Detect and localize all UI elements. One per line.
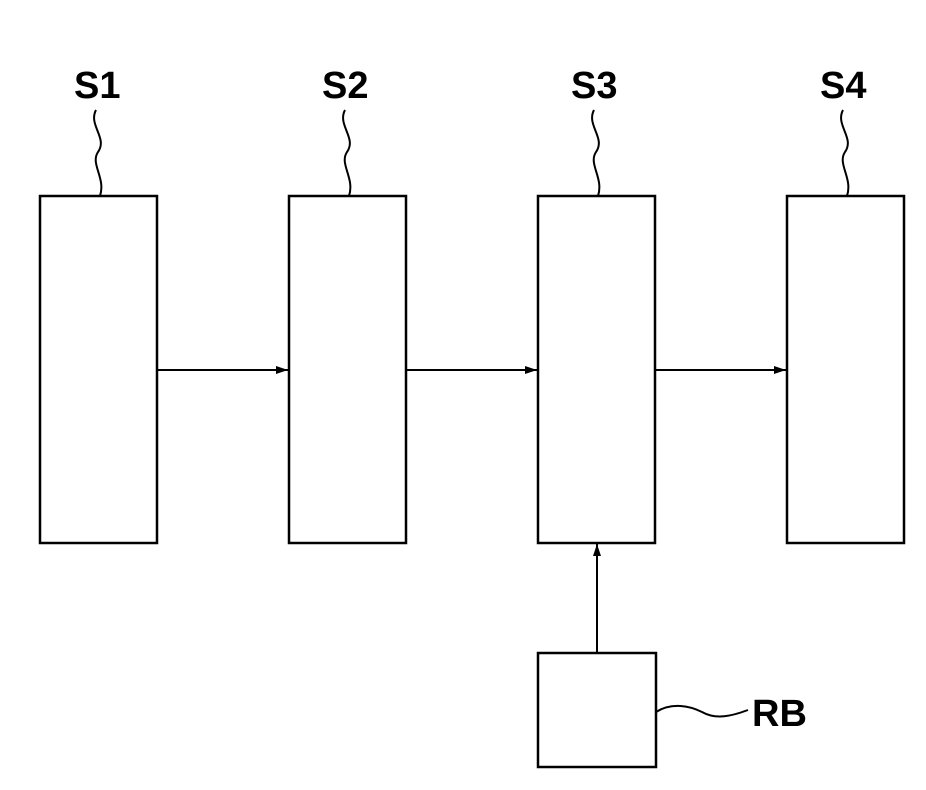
- step-s2-leader: [343, 110, 350, 196]
- step-s1-box: [40, 196, 157, 543]
- step-s4-box: [787, 196, 904, 543]
- step-s3-label: S3: [571, 65, 617, 107]
- step-s3-box: [538, 196, 655, 543]
- input-block-rb-label: RB: [752, 693, 807, 735]
- step-s4-label: S4: [820, 65, 866, 107]
- step-s2-box: [289, 196, 406, 543]
- step-s4-leader: [841, 110, 848, 196]
- input-block-rb-box: [538, 653, 656, 767]
- step-s3-leader: [592, 110, 599, 196]
- step-s1: S1: [40, 65, 157, 543]
- step-s1-leader: [94, 110, 101, 196]
- step-s4: S4: [787, 65, 904, 543]
- input-block-rb-leader: [656, 706, 748, 717]
- step-s2: S2: [289, 65, 406, 543]
- step-s3: S3: [538, 65, 655, 543]
- input-block-rb: RB: [538, 653, 807, 767]
- step-s2-label: S2: [322, 65, 368, 107]
- step-s1-label: S1: [74, 65, 120, 107]
